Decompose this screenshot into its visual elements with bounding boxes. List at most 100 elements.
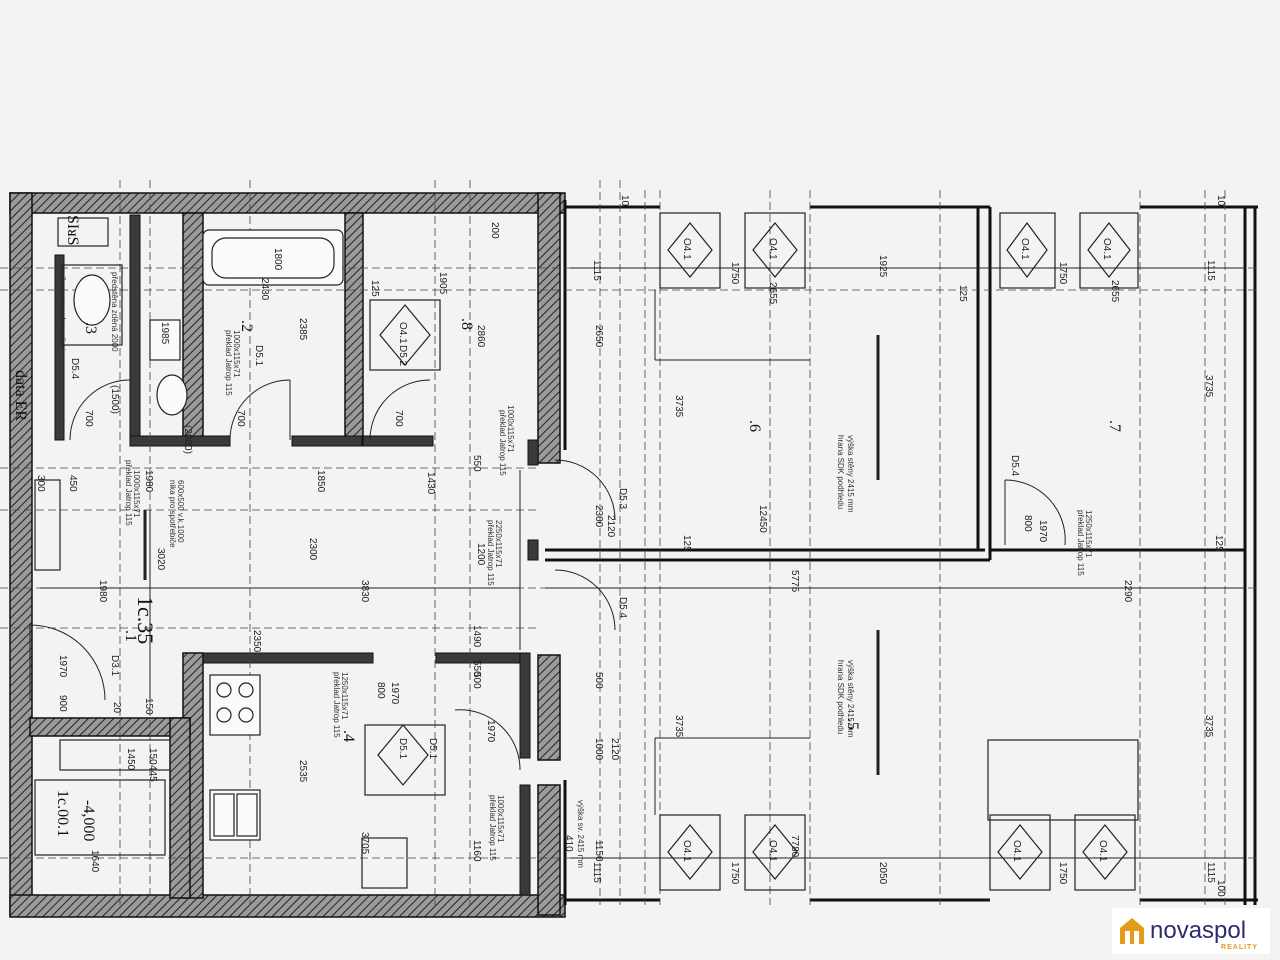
- dim: 125: [957, 285, 968, 302]
- room-label-6: .6: [746, 420, 763, 432]
- dim: 2350: [251, 630, 262, 653]
- door-mark: D5.4: [617, 597, 628, 619]
- dim: 700: [393, 410, 404, 427]
- note: hrana SDK podhledu: [836, 660, 845, 734]
- storage-code: 1c.00.1: [54, 790, 71, 837]
- dim: 1750: [729, 262, 740, 285]
- dim: 1115: [591, 260, 602, 281]
- dim: 3735: [1203, 375, 1214, 398]
- dim: 1115: [591, 862, 602, 883]
- note: 1250x115x71: [1084, 510, 1093, 558]
- dim: 1925: [877, 255, 888, 278]
- note: nika pro spotřebiče: [168, 480, 177, 548]
- note: 1000x115x71: [232, 330, 241, 378]
- window-mark: O4.1: [1101, 238, 1112, 260]
- dim: 3735: [673, 715, 684, 738]
- dim: 2655: [1109, 280, 1120, 303]
- window-mark: O4.1: [681, 840, 692, 862]
- window-mark: O4.1: [1019, 238, 1030, 260]
- window-mark: O4.1: [767, 238, 778, 260]
- dim: 3020: [155, 548, 166, 571]
- dim: 1970: [485, 720, 496, 743]
- door-mark: D5.1: [397, 738, 408, 760]
- dim: 10: [619, 195, 630, 207]
- windows: [364, 212, 1139, 891]
- dim: 1640: [89, 850, 100, 873]
- dim: 1750: [729, 862, 740, 885]
- right-block-walls: [545, 200, 1258, 905]
- dim: 3735: [1203, 715, 1214, 738]
- storage-level: -4,000: [80, 800, 97, 841]
- dim: 1000: [593, 738, 604, 761]
- dim: 5775: [789, 570, 800, 593]
- dim: 2430: [259, 278, 270, 301]
- note: 2250x115x71: [494, 520, 503, 568]
- dim: 300: [35, 475, 46, 492]
- window-mark: O4.1: [397, 322, 408, 344]
- dim: 445: [147, 765, 158, 782]
- dim: 1115: [1205, 862, 1216, 883]
- room-label-2: .2: [238, 320, 255, 332]
- room-label-3: .3: [82, 322, 99, 334]
- door-mark: D5.3: [617, 488, 628, 510]
- dim: 1200: [475, 543, 486, 566]
- room-label-5: .5: [844, 718, 861, 730]
- dim: 125: [369, 280, 380, 297]
- dim: 3735: [673, 395, 684, 418]
- dim: 800: [375, 682, 386, 699]
- sits-label: SIᴚS: [64, 215, 81, 245]
- dim: 550: [471, 660, 482, 677]
- note: výška sv. 2415 mm: [576, 800, 585, 868]
- dim: 3830: [359, 580, 370, 603]
- dim: 125: [1213, 535, 1224, 552]
- dim: 2050: [877, 862, 888, 885]
- dim: 10: [1215, 195, 1226, 207]
- dim: 1160: [471, 840, 482, 862]
- dim: 150: [147, 748, 158, 765]
- data-label: data ER: [12, 370, 29, 421]
- door-mark: D5.1: [427, 738, 438, 760]
- dim: 1970: [1037, 520, 1048, 543]
- note: překlad Jatrop 115: [124, 460, 133, 526]
- dim: 12450: [757, 505, 768, 533]
- interior-walls: [54, 214, 539, 896]
- dim: 20: [111, 702, 122, 714]
- dimension-labels: 1115 1750 1925 2655 1115 1750 2655 125 1…: [35, 195, 1226, 897]
- dim: 200: [489, 222, 500, 239]
- note: překlad Jatrop 115: [332, 672, 341, 738]
- room-label-7: .7: [1106, 420, 1123, 432]
- dim: 800: [1022, 515, 1033, 532]
- note: překlad Jatrop 115: [486, 520, 495, 586]
- unit-code: 1c.35: [133, 596, 158, 644]
- door-mark: D5.1: [253, 345, 264, 367]
- room-label-1: .1: [122, 630, 139, 642]
- note: 1000x115x71: [132, 470, 141, 518]
- dim: (1500): [109, 385, 120, 414]
- note: předstěna zděná 2000: [110, 272, 119, 352]
- dim: 2120: [605, 515, 616, 538]
- dim: 500: [471, 672, 482, 689]
- dim: 2650: [593, 325, 604, 348]
- dim: 2300: [593, 505, 604, 528]
- dim: 2385: [297, 318, 308, 341]
- dim: 150: [143, 698, 154, 715]
- dim: 1750: [1057, 262, 1068, 285]
- dim: 2120: [609, 738, 620, 761]
- dim: 410: [563, 835, 574, 852]
- notes: překlad Jatrop 115 1000x115x71 překlad J…: [58, 272, 1093, 868]
- dim: 1905: [437, 272, 448, 295]
- dim: 900: [57, 695, 68, 712]
- dim: 7780: [789, 835, 800, 858]
- note: 1000x115x71: [506, 405, 515, 453]
- dim: 125: [681, 535, 692, 552]
- dim: 2290: [1122, 580, 1133, 603]
- dim: 3705: [359, 832, 370, 855]
- window-mark: O4.1: [1011, 840, 1022, 862]
- dim: 1450: [125, 748, 136, 771]
- dim: 1115: [1205, 260, 1216, 281]
- note: překlad Jatrop 115: [1076, 510, 1085, 576]
- dim: 2300: [307, 538, 318, 561]
- window-mark: O4.1: [767, 840, 778, 862]
- door-mark: D5.4: [1009, 455, 1020, 477]
- dim: 500: [593, 672, 604, 689]
